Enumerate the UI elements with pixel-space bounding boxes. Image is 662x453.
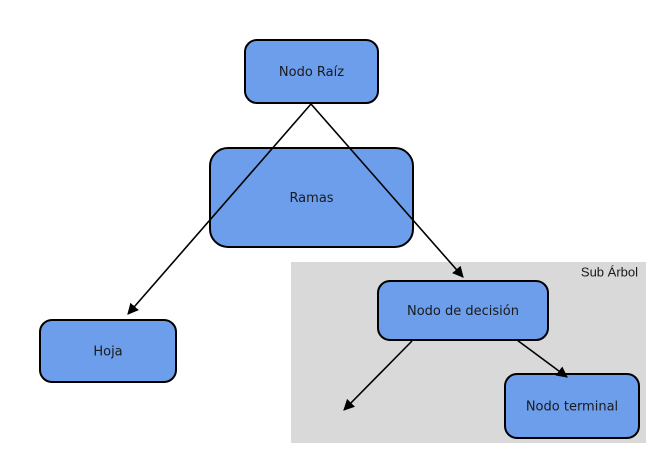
node-box-nodo-de-decision[interactable] <box>377 280 549 341</box>
edge-decision-to-unlabeled <box>343 340 413 411</box>
node-box-nodo-raiz[interactable] <box>244 39 379 104</box>
node-label-nodo-de-decision: Nodo de decisión <box>407 304 519 319</box>
node-label-nodo-raiz: Nodo Raíz <box>279 65 344 80</box>
node-label-hoja: Hoja <box>93 345 122 360</box>
edges-layer <box>127 103 568 411</box>
node-box-hoja[interactable] <box>39 319 177 383</box>
region-label-sub-arbol: Sub Árbol <box>581 264 638 279</box>
node-nodo-raiz[interactable] <box>244 39 379 104</box>
edge-raiz-to-hoja <box>127 103 312 315</box>
node-nodo-terminal[interactable] <box>504 373 640 439</box>
edge-raiz-to-decision <box>310 103 464 278</box>
nodes-layer <box>39 39 640 439</box>
node-box-ramas[interactable] <box>209 147 414 248</box>
node-nodo-de-decision[interactable] <box>377 280 549 341</box>
node-label-ramas: Ramas <box>289 191 333 206</box>
edge-decision-to-terminal <box>516 339 568 378</box>
node-box-nodo-terminal[interactable] <box>504 373 640 439</box>
node-label-nodo-terminal: Nodo terminal <box>526 400 618 415</box>
node-hoja[interactable] <box>39 319 177 383</box>
node-ramas[interactable] <box>209 147 414 248</box>
